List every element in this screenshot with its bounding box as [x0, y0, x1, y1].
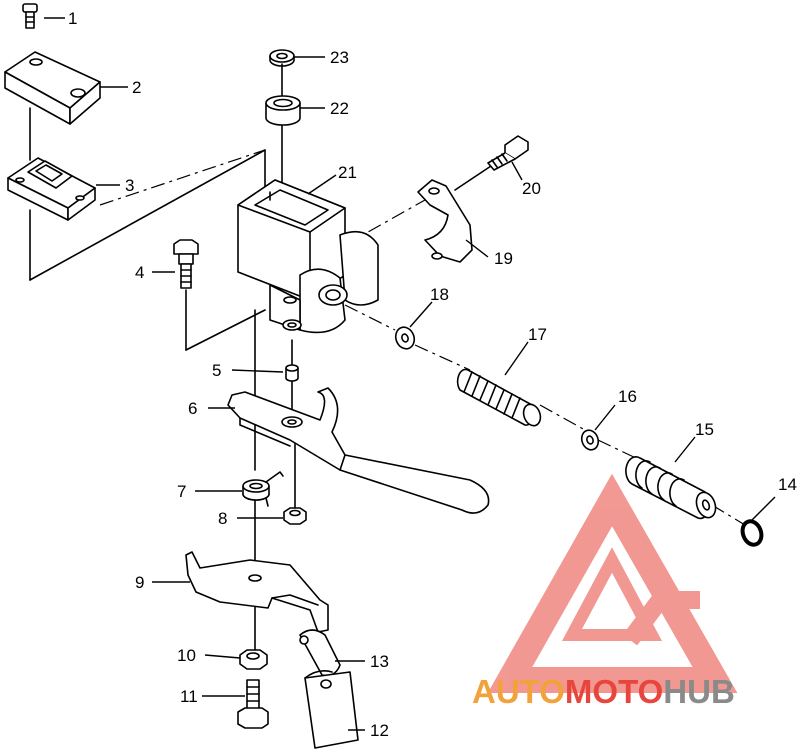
- part-5-pin: [285, 364, 299, 382]
- part-20-clamp-bolt: [487, 135, 529, 171]
- part-19-handlebar-clamp: [417, 179, 473, 263]
- callout-23: 23: [330, 48, 349, 67]
- watermark-part-auto: AUTO: [472, 673, 565, 710]
- part-10-nut: [239, 649, 268, 670]
- callout-8: 8: [218, 509, 227, 528]
- part-17-return-spring: [456, 368, 542, 427]
- callout-7: 7: [177, 482, 186, 501]
- callout-20: 20: [522, 179, 541, 198]
- callout-5: 5: [212, 361, 221, 380]
- callout-11: 11: [180, 687, 198, 706]
- callout-13: 13: [370, 652, 389, 671]
- callout-2: 2: [132, 78, 141, 97]
- callout-21: 21: [338, 163, 357, 182]
- callout-19: 19: [494, 249, 513, 268]
- part-7-torsion-spring: [242, 471, 284, 507]
- callout-3: 3: [125, 176, 134, 195]
- part-12-brake-switch: [304, 670, 359, 749]
- automotohub-watermark: AUTOMOTOHUB: [472, 673, 735, 710]
- part-1-cover-screw: [22, 3, 38, 29]
- part-2-reservoir-cover: [4, 51, 101, 125]
- callout-17: 17: [528, 325, 547, 344]
- part-14-o-ring: [740, 519, 764, 547]
- callout-6: 6: [188, 399, 197, 418]
- callout-12: 12: [370, 721, 389, 740]
- callout-15: 15: [695, 420, 714, 439]
- assembly-lines: [29, 63, 746, 651]
- part-8-nut: [283, 507, 307, 525]
- callout-1: 1: [68, 9, 77, 28]
- leader-lines: [44, 17, 776, 731]
- watermark-part-moto: MOTO: [565, 673, 663, 710]
- part-6-brake-lever: [227, 387, 490, 514]
- callout-14: 14: [778, 475, 797, 494]
- part-11-bolt: [237, 679, 269, 729]
- part-16-washer: [580, 429, 600, 451]
- callout-10: 10: [177, 646, 196, 665]
- callout-18: 18: [430, 285, 449, 304]
- part-4-pivot-bolt: [173, 239, 199, 289]
- part-18-washer: [394, 326, 416, 350]
- part-23-washer: [269, 49, 295, 67]
- part-13-switch-actuator: [299, 629, 341, 677]
- svg-text:AUTOMOTOHUB: AUTOMOTOHUB: [472, 673, 735, 710]
- part-21-master-cylinder-body: [237, 179, 379, 334]
- callout-4: 4: [135, 263, 144, 282]
- part-3-diaphragm: [7, 157, 96, 221]
- part-9-switch-bracket: [185, 551, 329, 633]
- automotohub-logo-mark: [487, 473, 738, 693]
- callout-9: 9: [135, 573, 144, 592]
- watermark-part-hub: HUB: [663, 673, 735, 710]
- part-22-bushing: [265, 95, 301, 126]
- callout-labels: 1 2 3 4 5 6 7 8 9 10 11 12 13 14 15 16 1…: [68, 9, 797, 740]
- callout-16: 16: [618, 387, 637, 406]
- callout-22: 22: [330, 99, 349, 118]
- part-15-piston: [625, 456, 717, 520]
